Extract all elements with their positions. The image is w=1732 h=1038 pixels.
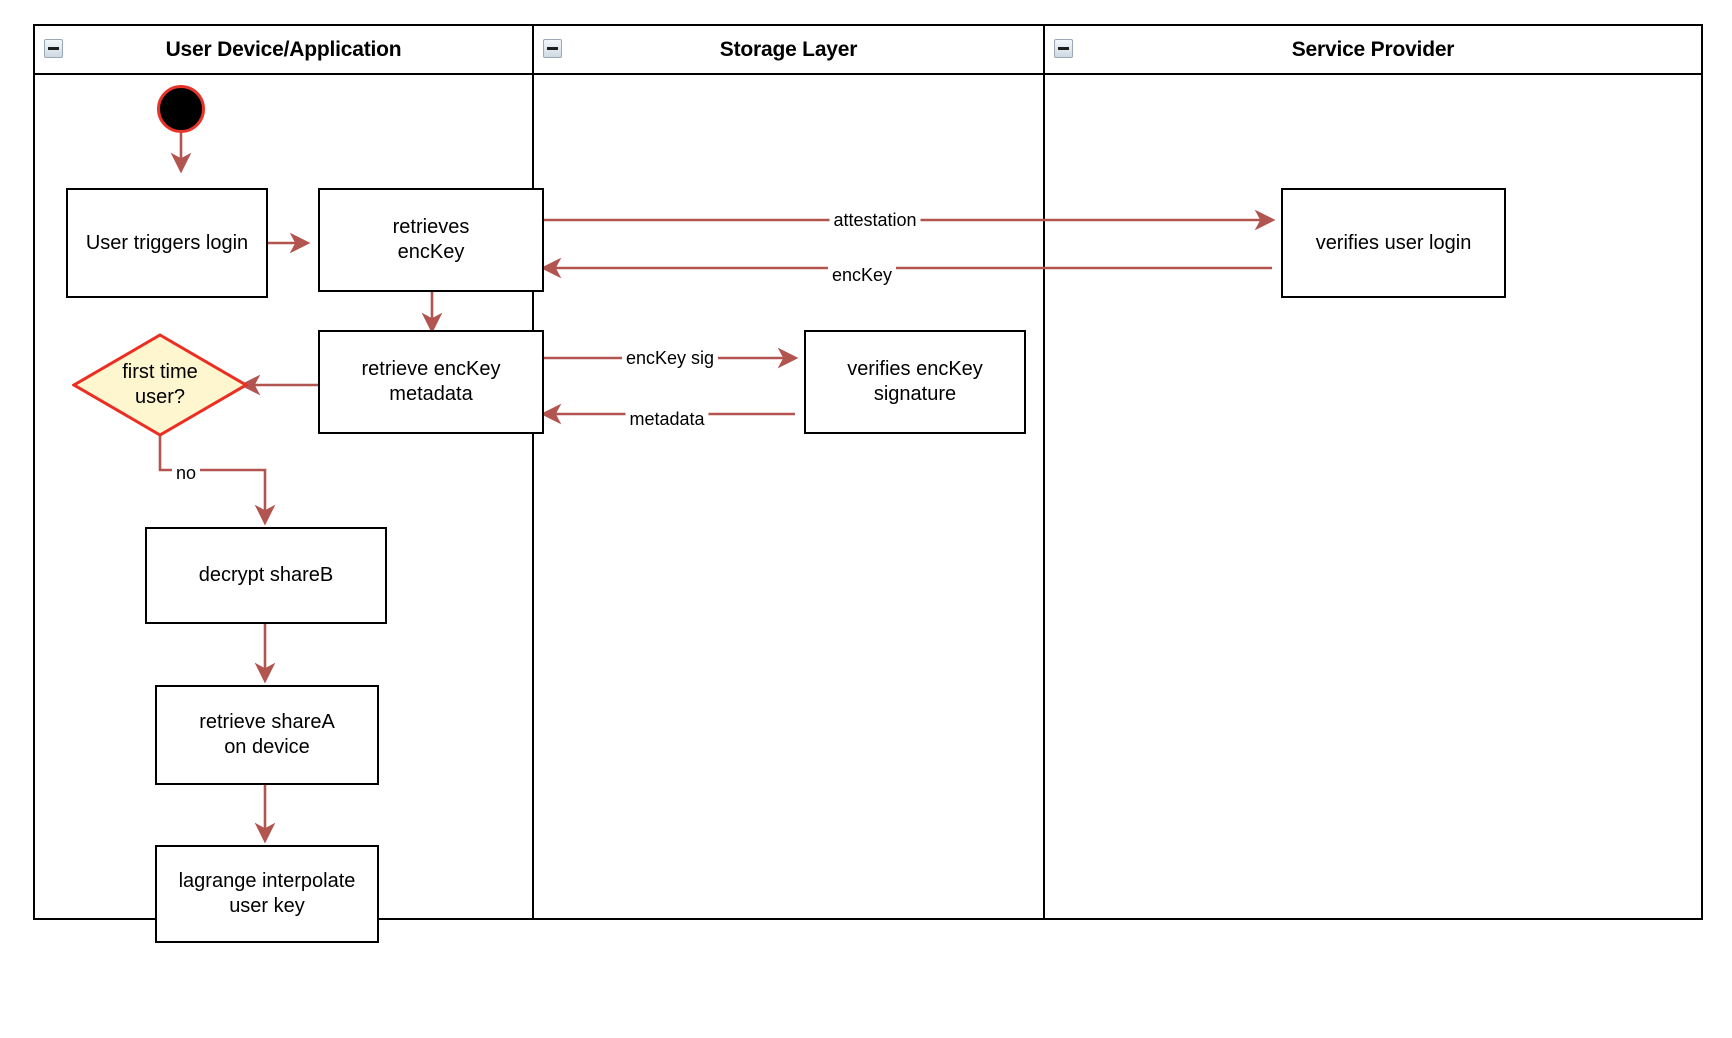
collapse-minus-icon[interactable] [543,39,562,58]
edge-label-enckey-sig: encKey sig [621,348,719,368]
node-label: User triggers login [85,231,249,254]
lane-header-service-provider[interactable]: Service Provider [1045,26,1701,75]
node-decrypt-shareb[interactable]: decrypt shareB [145,527,387,624]
node-lagrange-interpolate-user-key[interactable]: lagrange interpolate user key [155,845,379,943]
lane-storage-layer[interactable]: Storage Layer [534,26,1045,918]
lane-header-user-device[interactable]: User Device/Application [35,26,532,75]
node-label: lagrange interpolate user key [178,870,356,917]
node-label: decrypt shareB [198,564,334,586]
node-verifies-enckey-signature[interactable]: verifies encKey signature [804,330,1026,434]
edge-label-attestation: attestation [829,210,921,230]
collapse-minus-icon[interactable] [1054,39,1073,58]
start-node[interactable] [157,85,205,133]
diamond-shape [72,333,248,437]
node-label: retrieve encKey metadata [361,358,501,405]
node-label: verifies encKey signature [847,358,983,405]
node-label: retrieve shareA on device [199,711,335,758]
edge-label-no: no [171,463,201,483]
node-retrieve-enckey-metadata[interactable]: retrieve encKey metadata [318,330,544,434]
lane-title: Service Provider [1291,37,1455,61]
lane-title: Storage Layer [719,37,858,61]
node-first-time-user[interactable]: first time user? [72,333,248,437]
edge-label-enckey: encKey [827,265,897,285]
node-retrieve-sharea-on-device[interactable]: retrieve shareA on device [155,685,379,785]
lane-title: User Device/Application [165,37,402,61]
node-verifies-user-login[interactable]: verifies user login [1281,188,1506,298]
node-user-triggers-login[interactable]: User triggers login [66,188,268,298]
node-label: first time user? [122,361,198,408]
lane-service-provider[interactable]: Service Provider [1045,26,1701,918]
edge-label-metadata: metadata [625,409,709,429]
collapse-minus-icon[interactable] [44,39,63,58]
node-label: verifies user login [1315,231,1472,254]
swimlane-pool: User Device/Application Storage Layer Se… [33,24,1703,920]
node-retrieves-enckey[interactable]: retrieves encKey [318,188,544,292]
lane-header-storage-layer[interactable]: Storage Layer [534,26,1043,75]
node-label: retrieves encKey [392,216,470,263]
lane-user-device[interactable]: User Device/Application [35,26,534,918]
